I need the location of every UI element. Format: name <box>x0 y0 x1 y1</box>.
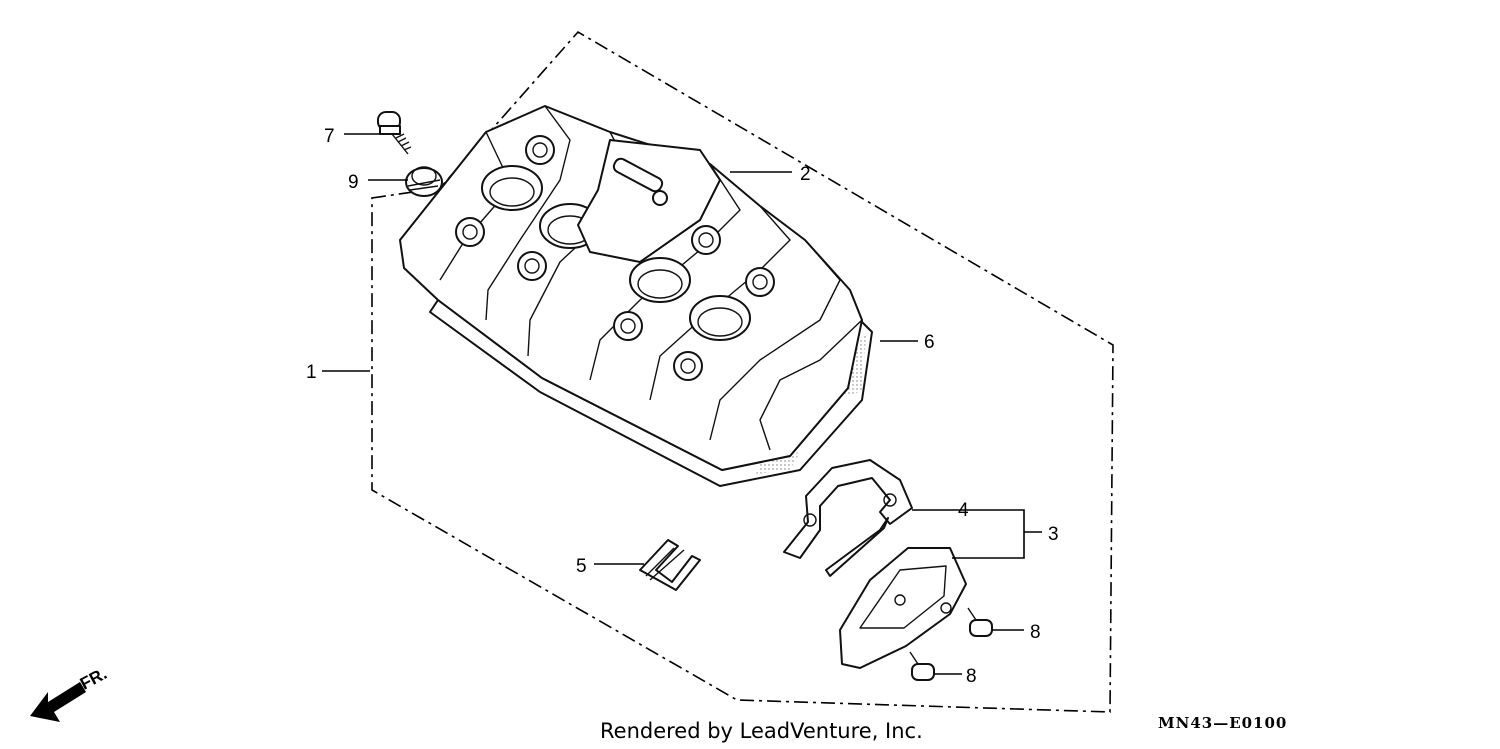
leader-lines <box>322 133 1042 675</box>
callout-6[interactable]: 6 <box>924 332 935 353</box>
callout-7[interactable]: 7 <box>324 126 335 147</box>
cover-bolt[interactable] <box>377 111 412 155</box>
callout-2[interactable]: 2 <box>800 164 811 185</box>
side-cover-bolt-lower[interactable] <box>909 651 935 681</box>
side-cover[interactable] <box>839 547 967 669</box>
gasket-hole <box>883 493 897 507</box>
cylinder-head-cover[interactable] <box>399 105 873 487</box>
gasket-hole <box>803 513 817 527</box>
callout-9[interactable]: 9 <box>348 172 359 193</box>
assembly-boundary <box>371 30 1114 713</box>
seal-washer[interactable] <box>405 166 443 197</box>
front-arrow-icon <box>30 682 86 722</box>
diagram-code: MN43—E0100 <box>1158 714 1287 732</box>
callout-5[interactable]: 5 <box>576 556 587 577</box>
cover-gasket[interactable] <box>783 459 913 577</box>
callout-3[interactable]: 3 <box>1048 524 1059 545</box>
callout-8-lower[interactable]: 8 <box>966 666 977 687</box>
front-direction-indicator: FR. <box>30 664 110 722</box>
callout-1[interactable]: 1 <box>306 362 317 383</box>
callout-8-upper[interactable]: 8 <box>1030 622 1041 643</box>
footer-credit: Rendered by LeadVenture, Inc. <box>600 719 923 743</box>
callout-4[interactable]: 4 <box>958 500 969 521</box>
side-cover-bolt-upper[interactable] <box>967 607 993 637</box>
plug-hole-seal[interactable] <box>639 539 701 591</box>
